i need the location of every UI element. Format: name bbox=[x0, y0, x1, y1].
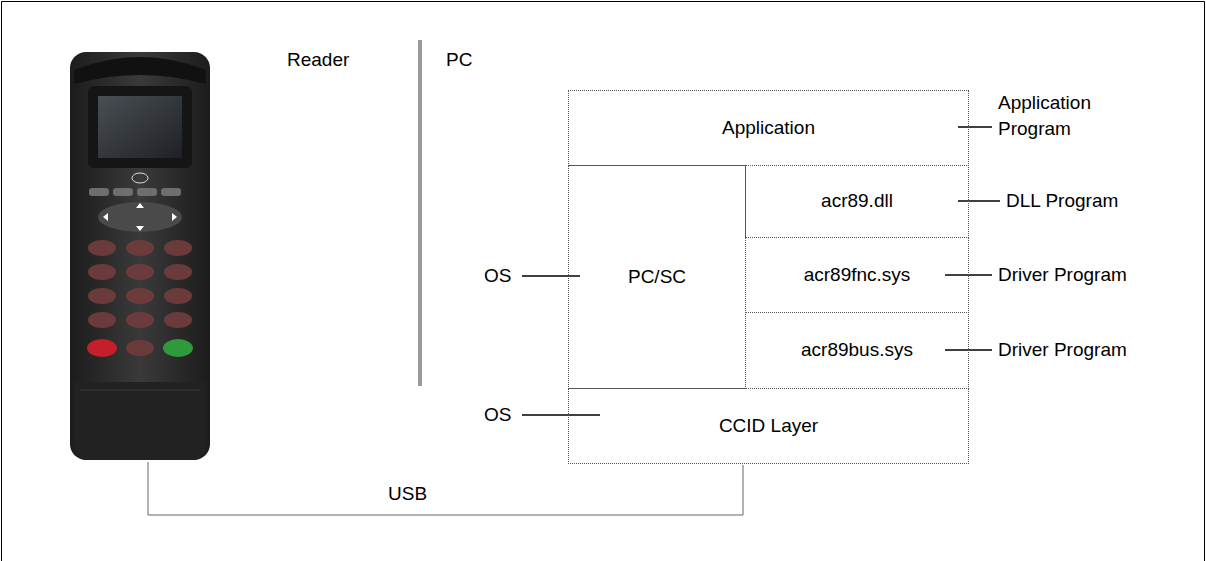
leader-line bbox=[522, 275, 580, 277]
function-key bbox=[89, 188, 109, 196]
reader-screen bbox=[98, 96, 182, 158]
number-key bbox=[164, 312, 192, 328]
application-box: Application bbox=[568, 90, 969, 166]
layer-name: acr89.dll bbox=[821, 190, 893, 213]
layer-name: acr89bus.sys bbox=[801, 339, 913, 362]
card-slot-base bbox=[74, 382, 206, 460]
number-key bbox=[88, 288, 116, 304]
reader-top-cap bbox=[74, 57, 206, 84]
side-heading: Reader bbox=[287, 47, 349, 73]
screen-bezel bbox=[88, 86, 192, 168]
number-key bbox=[126, 240, 154, 256]
layer-role-label: DLL Program bbox=[1006, 188, 1118, 214]
layer-role-label: Driver Program bbox=[998, 337, 1127, 363]
number-key bbox=[126, 312, 154, 328]
number-key bbox=[88, 312, 116, 328]
function-key bbox=[161, 188, 181, 196]
driver-box: acr89bus.sys bbox=[745, 312, 969, 389]
number-key bbox=[164, 288, 192, 304]
ccid-layer-box: CCID Layer bbox=[568, 388, 969, 464]
side-heading: PC bbox=[446, 47, 472, 73]
usb-cable bbox=[148, 462, 743, 515]
leader-line bbox=[958, 200, 1000, 202]
driver-box: acr89fnc.sys bbox=[745, 237, 969, 313]
navigation-pad bbox=[98, 202, 182, 232]
layer-name: acr89fnc.sys bbox=[804, 264, 911, 287]
reader-body bbox=[70, 52, 210, 460]
number-key bbox=[164, 240, 192, 256]
brand-logo bbox=[132, 173, 148, 183]
os-label: OS bbox=[484, 402, 511, 428]
nav-arrow bbox=[136, 203, 144, 208]
divider-line bbox=[418, 40, 422, 386]
clear-key bbox=[87, 339, 117, 357]
pcsc-box: PC/SC bbox=[568, 165, 746, 389]
number-key bbox=[126, 288, 154, 304]
nav-arrow bbox=[172, 213, 177, 221]
number-key bbox=[126, 264, 154, 280]
function-key bbox=[113, 188, 133, 196]
enter-key bbox=[163, 339, 193, 357]
nav-arrow bbox=[136, 226, 144, 231]
dll-box: acr89.dll bbox=[745, 165, 969, 238]
leader-line bbox=[522, 414, 600, 416]
layer-role-label: Driver Program bbox=[998, 262, 1127, 288]
layer-name: CCID Layer bbox=[719, 415, 818, 438]
layer-role-label: Application Program bbox=[998, 90, 1116, 141]
os-label: OS bbox=[484, 263, 511, 289]
number-key bbox=[88, 264, 116, 280]
layer-name: PC/SC bbox=[628, 266, 686, 289]
number-key bbox=[88, 240, 116, 256]
layer-name: Application bbox=[722, 117, 815, 140]
leader-line bbox=[958, 126, 992, 128]
nav-arrow bbox=[103, 213, 108, 221]
function-key bbox=[137, 188, 157, 196]
number-key bbox=[126, 340, 154, 356]
number-key bbox=[164, 264, 192, 280]
cable-label: USB bbox=[388, 481, 427, 507]
card-slot-edge bbox=[80, 390, 200, 391]
